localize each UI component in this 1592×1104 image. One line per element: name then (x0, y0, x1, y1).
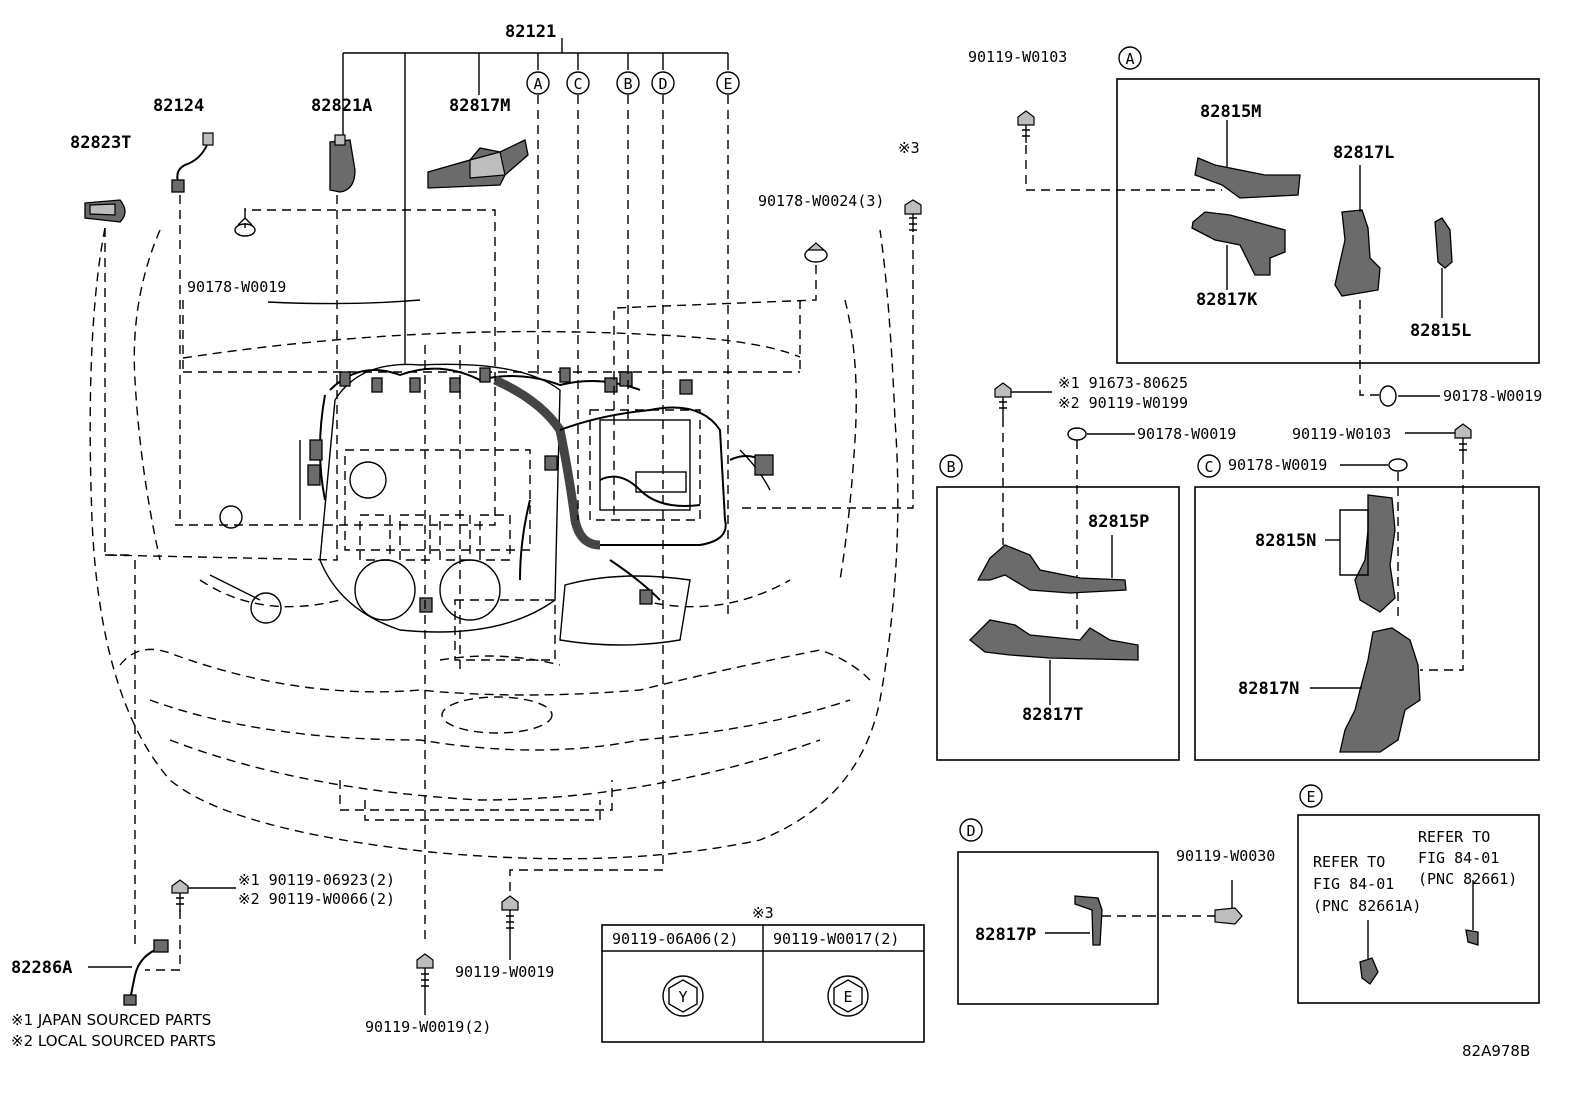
callout-90178-W0019-A: 90178-W0019 (1443, 387, 1542, 405)
callout-82815M: 82815M (1200, 102, 1261, 122)
fastener-table (601, 924, 925, 1043)
callout-82815L: 82815L (1410, 321, 1471, 341)
clip-90178-W0024 (804, 242, 828, 263)
callout-labels: 82121 82124 82821A 82817M 82823T 90178-W… (11, 22, 1542, 1036)
fastener-table-text: ※3 90119-06A06(2) 90119-W0017(2) Y E (612, 904, 899, 1006)
top-connector-circles: A C B D E (526, 71, 740, 95)
engine-block (209, 363, 771, 661)
refer-82661A-line3: (PNC 82661A) (1313, 897, 1421, 915)
section-E (1297, 814, 1540, 1004)
callout-90119-W0030: 90119-W0030 (1176, 847, 1275, 865)
callout-90178-W0019-main: 90178-W0019 (187, 278, 286, 296)
bolt-lower-mid1 (416, 953, 434, 1015)
wire-harness (307, 367, 774, 613)
callout-82817N: 82817N (1238, 679, 1299, 699)
footnote-japan: ※1 JAPAN SOURCED PARTS (11, 1011, 211, 1029)
refer-82661-line3: (PNC 82661) (1418, 870, 1517, 888)
table-col1-header: 90119-06A06(2) (612, 930, 738, 948)
callout-note3-top: ※3 (898, 139, 920, 157)
part-82817M (427, 139, 529, 189)
leader-lines-82121 (104, 38, 914, 971)
connector-letter-B: B (623, 75, 632, 93)
bolt-lower-mid2 (501, 895, 519, 960)
bolt-lower-left (171, 879, 236, 912)
table-col2-mark: E (843, 988, 852, 1006)
footnotes: ※1 JAPAN SOURCED PARTS ※2 LOCAL SOURCED … (11, 1011, 1530, 1060)
section-letter-C: C (1204, 458, 1213, 476)
refer-82661A-line1: REFER TO (1313, 853, 1385, 871)
callout-82821A: 82821A (311, 96, 372, 116)
refer-82661-line2: FIG 84-01 (1418, 849, 1499, 867)
callout-82121: 82121 (505, 22, 556, 42)
callout-90119-W0103-top: 90119-W0103 (968, 48, 1067, 66)
callout-82823T: 82823T (70, 133, 131, 153)
callout-82286A: 82286A (11, 958, 72, 978)
section-letter-A: A (1125, 50, 1134, 68)
table-col2-header: 90119-W0017(2) (773, 930, 899, 948)
callout-90178-W0019-C: 90178-W0019 (1228, 456, 1327, 474)
section-A (1017, 78, 1540, 407)
connector-letter-E: E (723, 75, 732, 93)
part-82821A (329, 134, 356, 193)
diagram-id: 82A978B (1462, 1042, 1530, 1060)
callout-90178-W0019-B: 90178-W0019 (1137, 425, 1236, 443)
part-82124 (171, 132, 214, 193)
callout-82817T: 82817T (1022, 705, 1083, 725)
callout-bolt-mid-1: ※1 91673-80625 (1058, 374, 1188, 392)
callout-bolt-mid-2: ※2 90119-W0199 (1058, 394, 1188, 412)
vehicle-outline (89, 227, 899, 860)
callout-90119-W0103-C: 90119-W0103 (1292, 425, 1391, 443)
callout-82817L: 82817L (1333, 143, 1394, 163)
callout-82815P: 82815P (1088, 512, 1149, 532)
section-D (957, 851, 1243, 1005)
table-col1-mark: Y (678, 988, 687, 1006)
section-letter-D: D (966, 822, 975, 840)
callout-82817P: 82817P (975, 925, 1036, 945)
connector-letter-A: A (533, 75, 542, 93)
section-C (1194, 423, 1540, 761)
callout-90178-W0024: 90178-W0024(3) (758, 192, 884, 210)
section-B (936, 382, 1180, 761)
callout-82124: 82124 (153, 96, 204, 116)
bolt-note3 (904, 199, 922, 232)
refer-82661-line1: REFER TO (1418, 828, 1490, 846)
callout-90119-W0019-2: 90119-W0019(2) (365, 1018, 491, 1036)
section-letter-E: E (1306, 788, 1315, 806)
callout-bolt-left-2: ※2 90119-W0066(2) (238, 890, 395, 908)
callout-bolt-left-1: ※1 90119-06923(2) (238, 871, 395, 889)
refer-82661A-line2: FIG 84-01 (1313, 875, 1394, 893)
footnote-local: ※2 LOCAL SOURCED PARTS (11, 1032, 216, 1050)
connector-letter-D: D (658, 75, 667, 93)
connector-letter-C: C (573, 75, 582, 93)
section-letter-circles: A B C D E (939, 46, 1323, 842)
callout-82815N: 82815N (1255, 531, 1316, 551)
callout-82817K: 82817K (1196, 290, 1258, 310)
callout-82817M: 82817M (449, 96, 510, 116)
clip-90178-W0019 (234, 217, 256, 237)
part-82823T (84, 199, 126, 223)
part-82286A (88, 939, 169, 1006)
table-note: ※3 (752, 904, 774, 922)
section-letter-B: B (946, 458, 955, 476)
callout-90119-W0019: 90119-W0019 (455, 963, 554, 981)
